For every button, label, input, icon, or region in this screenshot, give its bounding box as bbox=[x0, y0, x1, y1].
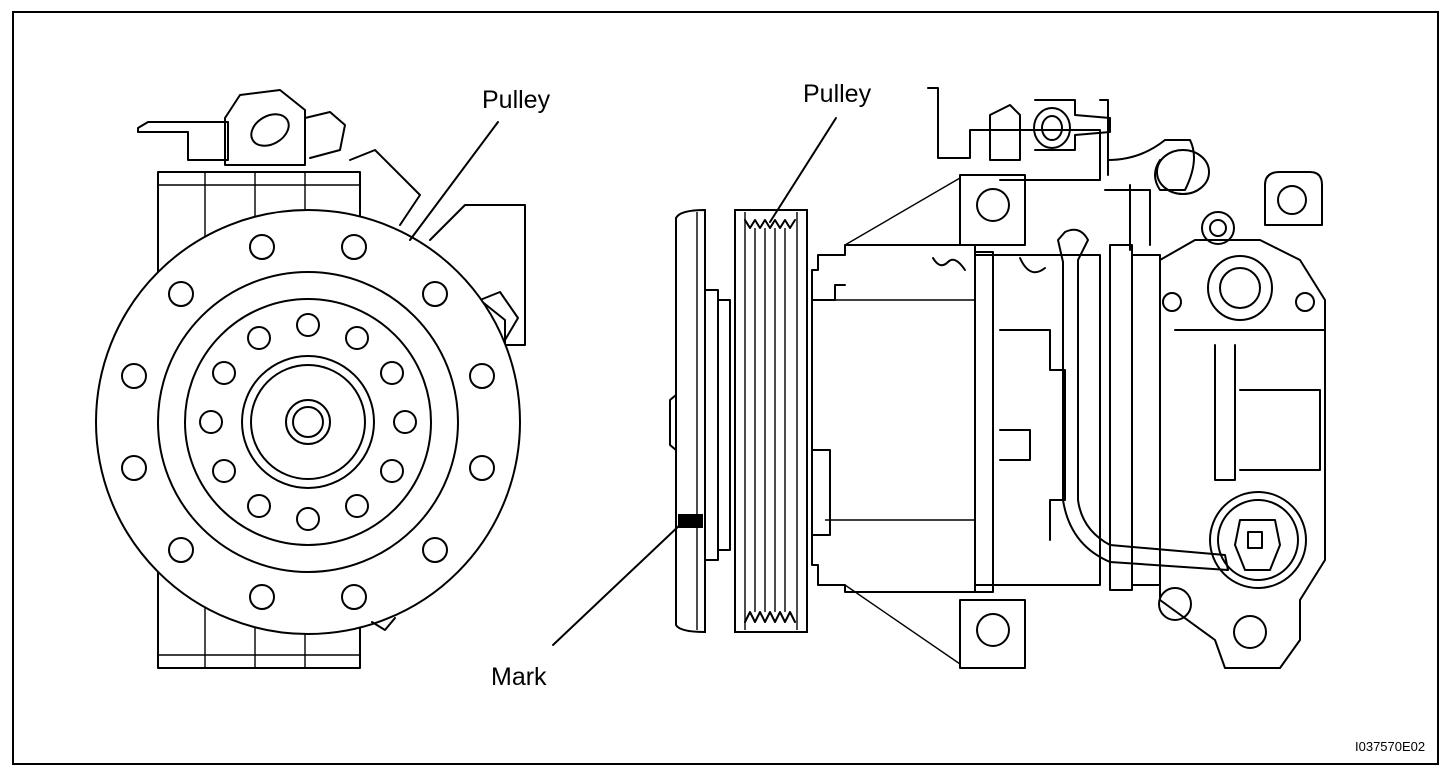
pulley-side bbox=[734, 209, 808, 633]
pulley-front-label: Pulley bbox=[482, 86, 551, 114]
alignment-mark bbox=[678, 514, 703, 528]
compressor-front-view bbox=[95, 89, 526, 669]
pulley-side-leader bbox=[769, 117, 837, 223]
diagram-frame bbox=[12, 11, 1439, 765]
pulley-front-leader bbox=[409, 121, 499, 241]
pulley-disc bbox=[95, 209, 521, 635]
mark-leader bbox=[552, 522, 683, 646]
compressor-side-view bbox=[669, 87, 1326, 669]
figure-code: I037570E02 bbox=[1355, 739, 1425, 754]
pulley-side-label: Pulley bbox=[803, 80, 872, 108]
clutch-plate bbox=[675, 208, 706, 634]
outer-bolt-holes bbox=[121, 234, 495, 610]
inner-bolt-holes bbox=[199, 313, 417, 531]
mark-label: Mark bbox=[491, 663, 547, 691]
